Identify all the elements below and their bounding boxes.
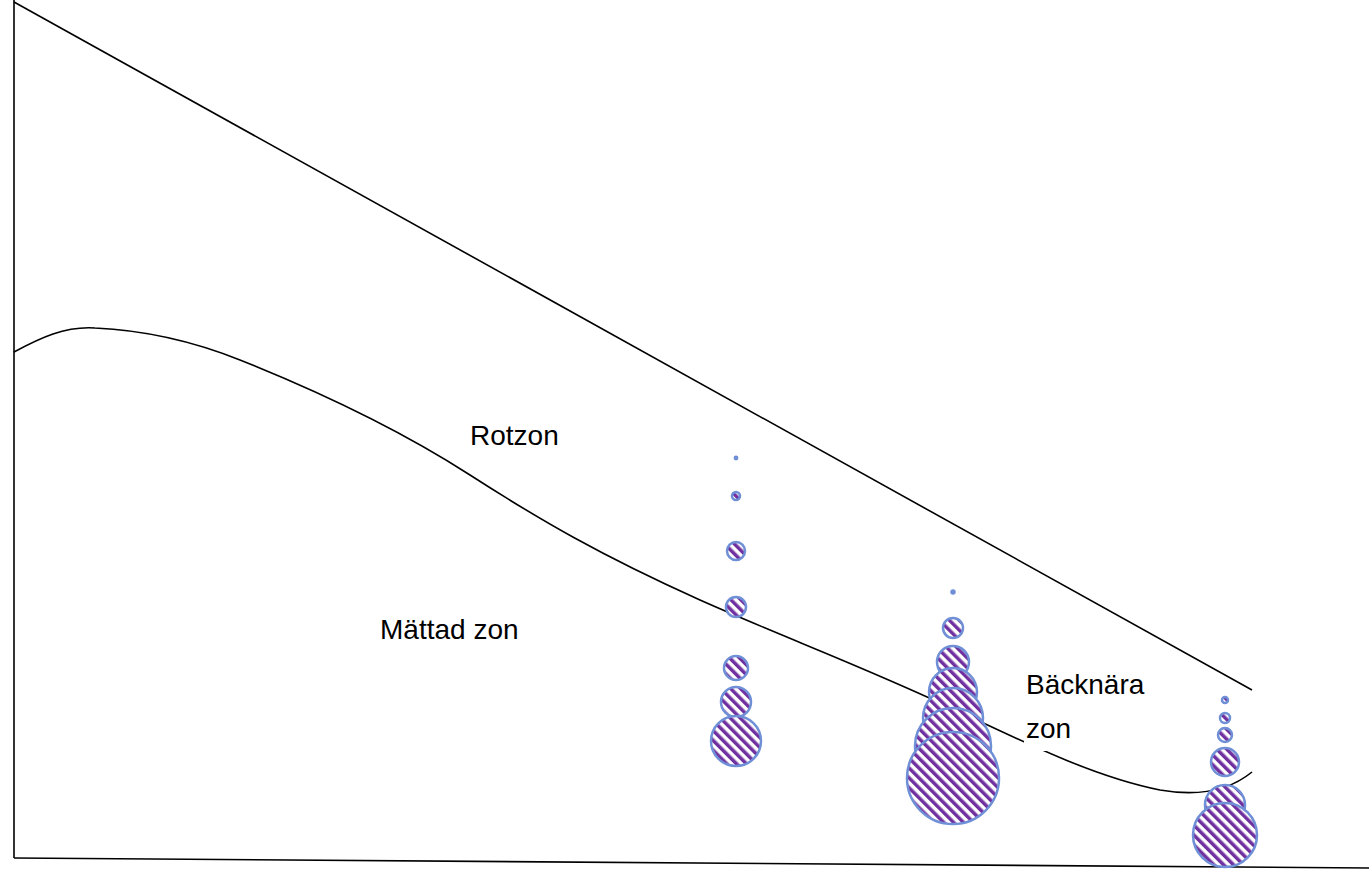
frame-left [13, 0, 15, 858]
bubble [726, 597, 746, 617]
water-table [14, 328, 1252, 793]
bubble [732, 492, 740, 500]
bubble [711, 716, 761, 766]
zone-label: Mättad zon [378, 608, 521, 652]
bubble [1222, 697, 1228, 703]
bubble [735, 457, 737, 459]
zone-label: Rotzon [468, 414, 561, 458]
frame-bottom [14, 858, 1369, 868]
water-bubbles [711, 457, 1257, 867]
bubble [952, 591, 955, 594]
bubble [1220, 713, 1230, 723]
bubble [724, 656, 748, 680]
bubble [1218, 728, 1232, 742]
bubble [907, 732, 999, 824]
bubble [943, 618, 963, 638]
zone-label: Bäcknära zon [1024, 663, 1156, 751]
bubble [721, 687, 751, 717]
bubble [1211, 748, 1239, 776]
bubble [727, 542, 745, 560]
bubble [1193, 803, 1257, 867]
